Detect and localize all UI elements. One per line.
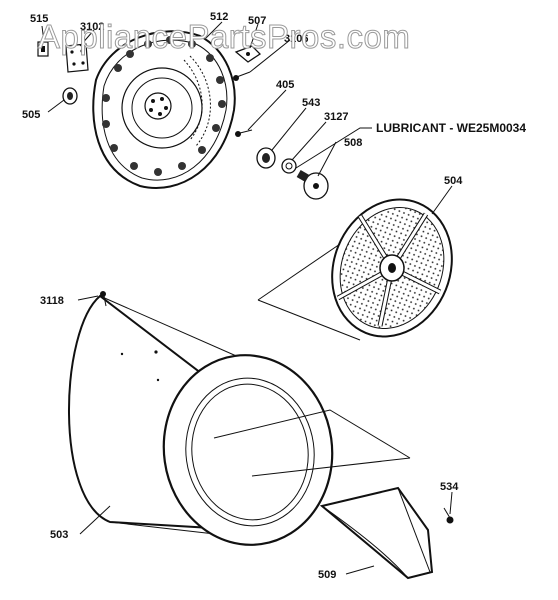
label-543: 543: [302, 97, 320, 109]
label-515: 515: [30, 13, 48, 25]
label-3127: 3127: [324, 111, 348, 123]
part-543-bearing: [256, 147, 276, 169]
part-3127-washer: [281, 158, 297, 174]
part-508-shaft: [296, 170, 329, 200]
part-509-duct: [319, 486, 434, 580]
label-507: 507: [248, 15, 266, 27]
label-508: 508: [344, 137, 362, 149]
part-3118-screw: [100, 291, 107, 307]
part-515-clip: [37, 41, 49, 57]
part-505-roller: [62, 87, 78, 105]
label-3102: 3102: [80, 21, 104, 33]
label-405: 405: [276, 79, 294, 91]
rear-bulkhead: [92, 30, 236, 189]
part-504-perforated-panel: [331, 198, 453, 338]
label-503: 503: [50, 529, 68, 541]
lubricant-note: LUBRICANT - WE25M0034: [376, 121, 526, 135]
label-505: 505: [22, 109, 40, 121]
part-507-clip: [234, 45, 262, 63]
label-3118: 3118: [40, 295, 64, 307]
label-504: 504: [444, 175, 463, 187]
label-3106: 3106: [284, 33, 308, 45]
leader-lines: [41, 21, 453, 575]
part-405-screw: [235, 129, 253, 137]
part-3102-plate: [65, 43, 89, 73]
label-509: 509: [318, 569, 336, 581]
label-512: 512: [210, 11, 228, 23]
part-534-screw: [443, 507, 454, 524]
label-534: 534: [440, 481, 459, 493]
part-3106-screw: [233, 71, 251, 81]
part-503-drum: [68, 294, 334, 546]
watermark: AppliancePartsPros.com: [38, 18, 410, 55]
